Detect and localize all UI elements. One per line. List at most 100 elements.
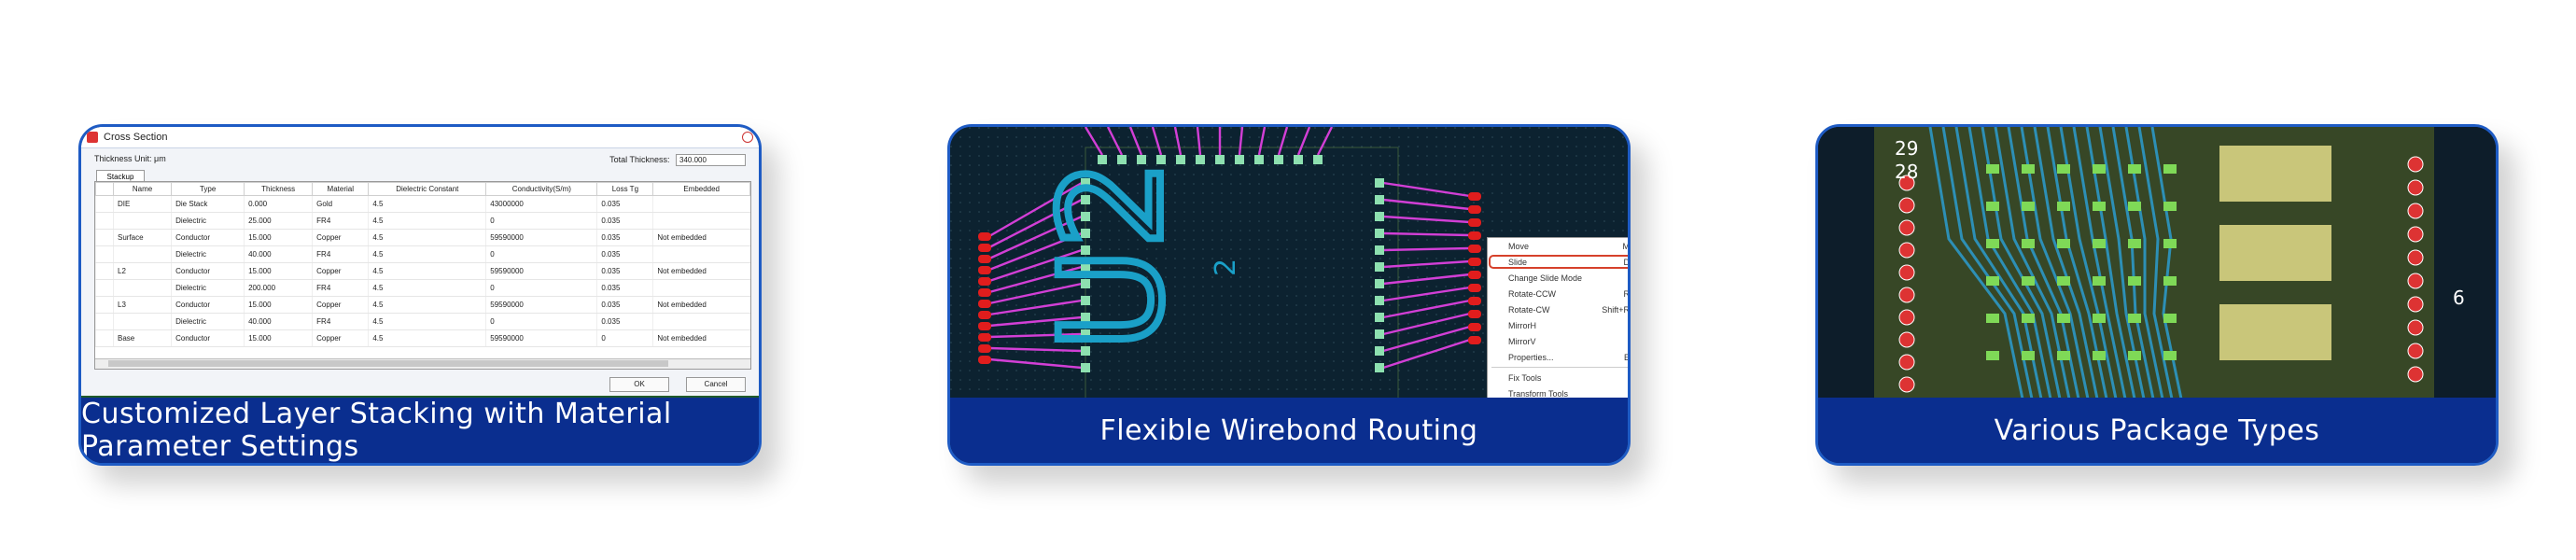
table-cell[interactable]: 59590000 [485, 329, 597, 347]
table-cell[interactable]: 4.5 [368, 313, 486, 330]
table-cell[interactable]: 0.035 [596, 296, 653, 314]
wirebonds[interactable] [988, 127, 1471, 370]
table-cell[interactable]: 43000000 [485, 195, 597, 213]
table-cell[interactable] [112, 279, 172, 297]
table-cell[interactable]: 200.000 [244, 279, 313, 297]
table-cell[interactable]: Gold [312, 195, 369, 213]
table-cell[interactable]: Copper [312, 262, 369, 280]
table-cell[interactable]: FR4 [312, 245, 369, 263]
table-cell[interactable] [112, 245, 172, 263]
table-cell[interactable]: Conductor [171, 229, 245, 246]
menu-item-fix-tools[interactable]: Fix Tools [1488, 370, 1628, 385]
table-cell[interactable] [112, 313, 172, 330]
table-cell[interactable] [112, 212, 172, 230]
feature-card-layer-stacking[interactable]: Cross Section Thickness Unit: μm Total T… [78, 124, 762, 466]
table-cell[interactable]: 15.000 [244, 329, 313, 347]
table-cell[interactable]: 4.5 [368, 229, 486, 246]
close-icon[interactable] [742, 132, 753, 143]
column-header[interactable]: Loss Tg [596, 182, 654, 196]
table-cell[interactable]: 4.5 [368, 195, 486, 213]
table-cell[interactable] [652, 212, 750, 230]
table-cell[interactable]: Copper [312, 229, 369, 246]
table-cell[interactable] [652, 279, 750, 297]
table-cell[interactable]: 4.5 [368, 262, 486, 280]
table-cell[interactable]: FR4 [312, 212, 369, 230]
table-cell[interactable]: Copper [312, 296, 369, 314]
table-cell[interactable]: 0.035 [596, 195, 653, 213]
table-cell[interactable]: 15.000 [244, 229, 313, 246]
table-cell[interactable]: 0 [485, 279, 597, 297]
column-header[interactable]: Type [171, 182, 245, 196]
table-cell[interactable]: 59590000 [485, 296, 597, 314]
table-cell[interactable]: Not embedded [652, 262, 750, 280]
table-cell[interactable]: Not embedded [652, 296, 750, 314]
total-thickness-field[interactable]: 340.000 [676, 154, 746, 166]
table-cell[interactable]: 15.000 [244, 262, 313, 280]
menu-item-properties[interactable]: Properties...E [1488, 349, 1628, 365]
table-cell[interactable]: Conductor [171, 329, 245, 347]
thickness-unit-value[interactable]: μm [154, 154, 166, 163]
column-header[interactable]: Dielectric Constant [368, 182, 487, 196]
table-cell[interactable]: 0 [596, 329, 653, 347]
table-cell[interactable]: Surface [112, 229, 172, 246]
ok-button[interactable]: OK [609, 377, 669, 392]
table-cell[interactable]: Copper [312, 329, 369, 347]
table-cell[interactable]: 4.5 [368, 245, 486, 263]
table-cell[interactable]: 0.035 [596, 313, 653, 330]
table-cell[interactable]: L3 [112, 296, 172, 314]
table-cell[interactable]: 0.000 [244, 195, 313, 213]
table-cell[interactable]: 59590000 [485, 262, 597, 280]
table-cell[interactable]: 0.035 [596, 279, 653, 297]
table-cell[interactable]: Not embedded [652, 329, 750, 347]
table-cell[interactable]: Dielectric [171, 212, 245, 230]
table-cell[interactable]: DIE [112, 195, 172, 213]
table-cell[interactable]: 59590000 [485, 229, 597, 246]
table-cell[interactable]: L2 [112, 262, 172, 280]
table-cell[interactable]: FR4 [312, 279, 369, 297]
table-cell[interactable]: 40.000 [244, 313, 313, 330]
column-header[interactable]: Material [312, 182, 370, 196]
menu-item-mirrorv[interactable]: MirrorV [1488, 333, 1628, 349]
column-header[interactable]: Name [112, 182, 173, 196]
table-cell[interactable]: Base [112, 329, 172, 347]
table-cell[interactable]: 0.035 [596, 229, 653, 246]
table-cell[interactable]: 0 [485, 212, 597, 230]
table-cell[interactable]: 0 [485, 245, 597, 263]
table-cell[interactable] [652, 313, 750, 330]
table-cell[interactable]: 0.035 [596, 212, 653, 230]
menu-item-slide[interactable]: SlideD [1488, 254, 1628, 270]
table-cell[interactable]: Dielectric [171, 279, 245, 297]
menu-item-change-slide-mode[interactable]: Change Slide Mode [1488, 270, 1628, 286]
table-cell[interactable]: Conductor [171, 262, 245, 280]
column-header[interactable]: Conductivity(S/m) [485, 182, 598, 196]
menu-item-move[interactable]: MoveM [1488, 238, 1628, 254]
menu-item-mirrorh[interactable]: MirrorH [1488, 317, 1628, 333]
table-cell[interactable]: Die Stack [171, 195, 245, 213]
cancel-button[interactable]: Cancel [686, 377, 746, 392]
horizontal-scrollbar[interactable] [95, 358, 750, 369]
table-cell[interactable]: Dielectric [171, 245, 245, 263]
table-cell[interactable]: 40.000 [244, 245, 313, 263]
menu-item-transform-tools[interactable]: Transform Tools [1488, 385, 1628, 401]
table-cell[interactable]: 4.5 [368, 329, 486, 347]
tab-stackup[interactable]: Stackup [96, 170, 145, 183]
table-cell[interactable] [652, 245, 750, 263]
feature-card-package-types[interactable]: 29 28 6 Various Package Types [1815, 124, 2499, 466]
table-cell[interactable]: 0 [485, 313, 597, 330]
table-cell[interactable]: 0.035 [596, 245, 653, 263]
table-cell[interactable]: 15.000 [244, 296, 313, 314]
table-cell[interactable]: 4.5 [368, 279, 486, 297]
table-cell[interactable] [652, 195, 750, 213]
table-cell[interactable]: FR4 [312, 313, 369, 330]
table-cell[interactable]: 0.035 [596, 262, 653, 280]
